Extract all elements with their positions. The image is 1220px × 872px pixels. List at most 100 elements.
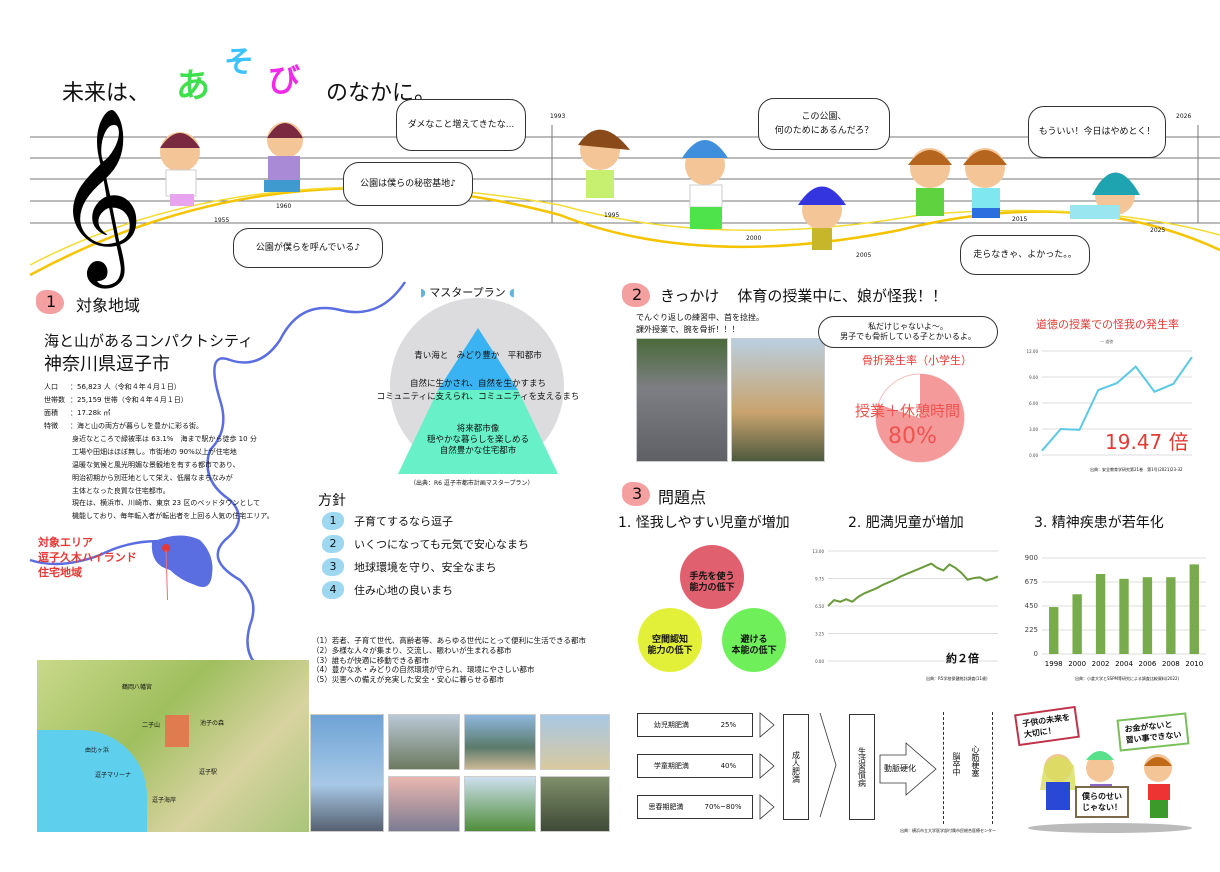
dolphin-icon: ◗ bbox=[420, 286, 430, 299]
area-map: 鶴岡八幡宮 二子山 池子の森 由比ヶ浜 逗子マリーナ 逗子駅 逗子海岸 bbox=[37, 660, 309, 832]
x-tick-label: 2006 bbox=[1139, 660, 1157, 668]
flow-arteriosclerosis: 動脈硬化 bbox=[884, 764, 916, 773]
speech-bubble: この公園、 何のためにあるんだろ？ bbox=[758, 98, 890, 150]
bar bbox=[1142, 577, 1153, 654]
target-area-label: 対象エリア逗子久木ハイランド住宅地域 bbox=[38, 536, 137, 579]
child-figure bbox=[578, 129, 630, 198]
fracture-pie-chart bbox=[875, 373, 965, 463]
y-tick-label: 12.00 bbox=[1027, 349, 1039, 354]
photo-daughter-2 bbox=[731, 338, 825, 462]
flow-adult-obesity: 成人肥満 bbox=[783, 714, 809, 820]
masterplan-source: （出典：R6 逗子市都市計画マスタープラン） bbox=[410, 480, 534, 487]
injury-captions: でんぐり返しの練習中、首を捻挫。課外授業で、腕を骨折！！！ bbox=[636, 313, 764, 334]
year-label: 1993 bbox=[550, 113, 566, 120]
map-label: 池子の森 bbox=[200, 720, 225, 727]
y-tick-label: 225 bbox=[1025, 626, 1038, 634]
year-label: 1955 bbox=[214, 217, 230, 224]
bar bbox=[1189, 564, 1199, 654]
obesity-note: 約２倍 bbox=[946, 652, 979, 665]
map-label: 逗子マリーナ bbox=[95, 772, 132, 779]
chart-annotation: 19.47 倍 bbox=[1105, 430, 1189, 454]
bar bbox=[1119, 578, 1129, 654]
timeline-children-illustrations bbox=[160, 122, 1140, 250]
year-label: 1995 bbox=[604, 212, 620, 219]
photo-coast bbox=[388, 714, 460, 770]
bar bbox=[1049, 607, 1059, 654]
x-tick-label: 2008 bbox=[1162, 660, 1180, 668]
flow-heart-attack: 心筋梗塞 bbox=[971, 745, 980, 777]
y-tick-label: 3.25 bbox=[815, 632, 824, 637]
photo-forest bbox=[540, 776, 610, 832]
child-figure bbox=[264, 122, 303, 192]
flow-lifestyle-disease: 生活習慣病 bbox=[849, 714, 875, 820]
title-bi: び bbox=[268, 61, 301, 99]
year-label: 2005 bbox=[856, 252, 872, 259]
flow-arrows bbox=[759, 712, 937, 820]
chart-source: 出典：R5学校保健統計調査(11歳) bbox=[926, 676, 988, 681]
photo-park bbox=[464, 776, 536, 832]
fact-row: 面積：17.28k ㎡ bbox=[44, 408, 111, 417]
fact-row: 特徴：海と山の両方が暮らしを豊かに彩る街。 bbox=[44, 421, 203, 430]
feature-line: 明治初期から別荘地として栄え、低層なまちなみが bbox=[72, 473, 233, 482]
policy-title: 方針 bbox=[318, 493, 346, 509]
pie-title: 骨折発生率（小学生） bbox=[862, 354, 972, 367]
city-facts: 人口：56,823 人（令和４年４月１日） 世帯数：25,159 世帯（令和４年… bbox=[44, 381, 294, 523]
masterplan-bottom: 将来都市像穏やかな暮らしを楽しめる自然豊かな住宅都市 bbox=[426, 424, 529, 457]
dolphin-icon: ◖ bbox=[505, 286, 515, 299]
section-1-badge: 1 bbox=[36, 290, 64, 314]
ability-circle: 空間認知 能力の低下 bbox=[638, 608, 702, 672]
masterplan-pyramid bbox=[398, 328, 558, 474]
x-tick-label: 2002 bbox=[1092, 660, 1110, 668]
speech-bubble: 走らなきゃ、よかった。。 bbox=[960, 235, 1090, 275]
y-tick-label: 0.00 bbox=[1029, 453, 1038, 458]
bar bbox=[1166, 577, 1176, 654]
photo-daughter-1 bbox=[636, 338, 728, 462]
x-tick-label: 1998 bbox=[1045, 660, 1063, 668]
x-tick-label: 2004 bbox=[1115, 660, 1133, 668]
flow-source: 出典：横浜市立大学医学部付属市民総合医療センター bbox=[900, 828, 996, 833]
map-label: 逗子駅 bbox=[199, 769, 218, 776]
section-2-badge: 2 bbox=[622, 283, 650, 307]
year-label: 2025 bbox=[1150, 227, 1166, 234]
x-tick-label: 2010 bbox=[1185, 660, 1203, 668]
y-tick-label: 6.00 bbox=[1029, 401, 1038, 406]
ability-circle: 手先を使う 能力の低下 bbox=[680, 545, 744, 609]
fact-row: 世帯数：25,159 世帯（令和４年４月１日） bbox=[44, 395, 188, 404]
problem-heading: 2. 肥満児童が増加 bbox=[848, 515, 964, 531]
chart-source: 出典：小倉大学とSSPM等研究による調査比較資料(2022) bbox=[1075, 676, 1180, 681]
title-prefix: 未来は、 bbox=[62, 81, 151, 106]
feature-line: 機能しており、毎年転入者が転出者を上回る人気の住宅エリア。 bbox=[72, 512, 274, 521]
flow-outcomes bbox=[943, 712, 993, 824]
pie-value: 80% bbox=[888, 424, 937, 449]
treble-clef-icon: 𝄞 bbox=[55, 107, 144, 289]
photo-sunset bbox=[388, 776, 460, 832]
year-label: 2026 bbox=[1176, 113, 1192, 120]
feature-line: 温暖な気候と風光明媚な景観地を有する都市であり、 bbox=[72, 460, 240, 469]
protest-sign: 僕らのせい じゃない！ bbox=[1075, 786, 1129, 819]
map-label: 二子山 bbox=[142, 722, 161, 729]
pie-label: 授業＋休憩時間 bbox=[855, 402, 961, 420]
fact-row: 人口：56,823 人（令和４年４月１日） bbox=[44, 383, 181, 391]
feature-line: 身近なところで緑被率は 63.1% 海まで駅から徒歩 10 分 bbox=[72, 434, 257, 443]
x-tick-label: 2000 bbox=[1068, 660, 1086, 668]
pie-slice bbox=[876, 374, 964, 462]
series-line bbox=[827, 562, 999, 607]
timeline-staff: 𝄞 bbox=[29, 107, 1220, 289]
section-2-title: きっかけ体育の授業中に、娘が怪我！！ bbox=[660, 287, 947, 305]
y-tick-label: 900 bbox=[1025, 554, 1038, 562]
child-figure bbox=[682, 140, 728, 229]
problem-heading: 1. 怪我しやすい児童が増加 bbox=[618, 515, 790, 531]
masterplan-top: 青い海と みどり豊か 平和都市 bbox=[414, 351, 542, 361]
y-tick-label: 450 bbox=[1025, 602, 1038, 610]
speech-bubble: 公園が僕らを呼んでいる♪ bbox=[233, 228, 383, 268]
feature-line: 現在は、横浜市、川崎市、東京 23 区のベッドタウンとして bbox=[72, 499, 261, 508]
ability-circle: 避ける 本能の低下 bbox=[722, 608, 786, 672]
photo-beach bbox=[464, 714, 536, 770]
feature-line: 主体となった良質な住宅都市。 bbox=[72, 486, 170, 495]
year-label: 1960 bbox=[276, 203, 292, 210]
feature-line: 工場や田畑はほぼ無し。市街地の 90%以上が住宅地 bbox=[72, 447, 237, 456]
